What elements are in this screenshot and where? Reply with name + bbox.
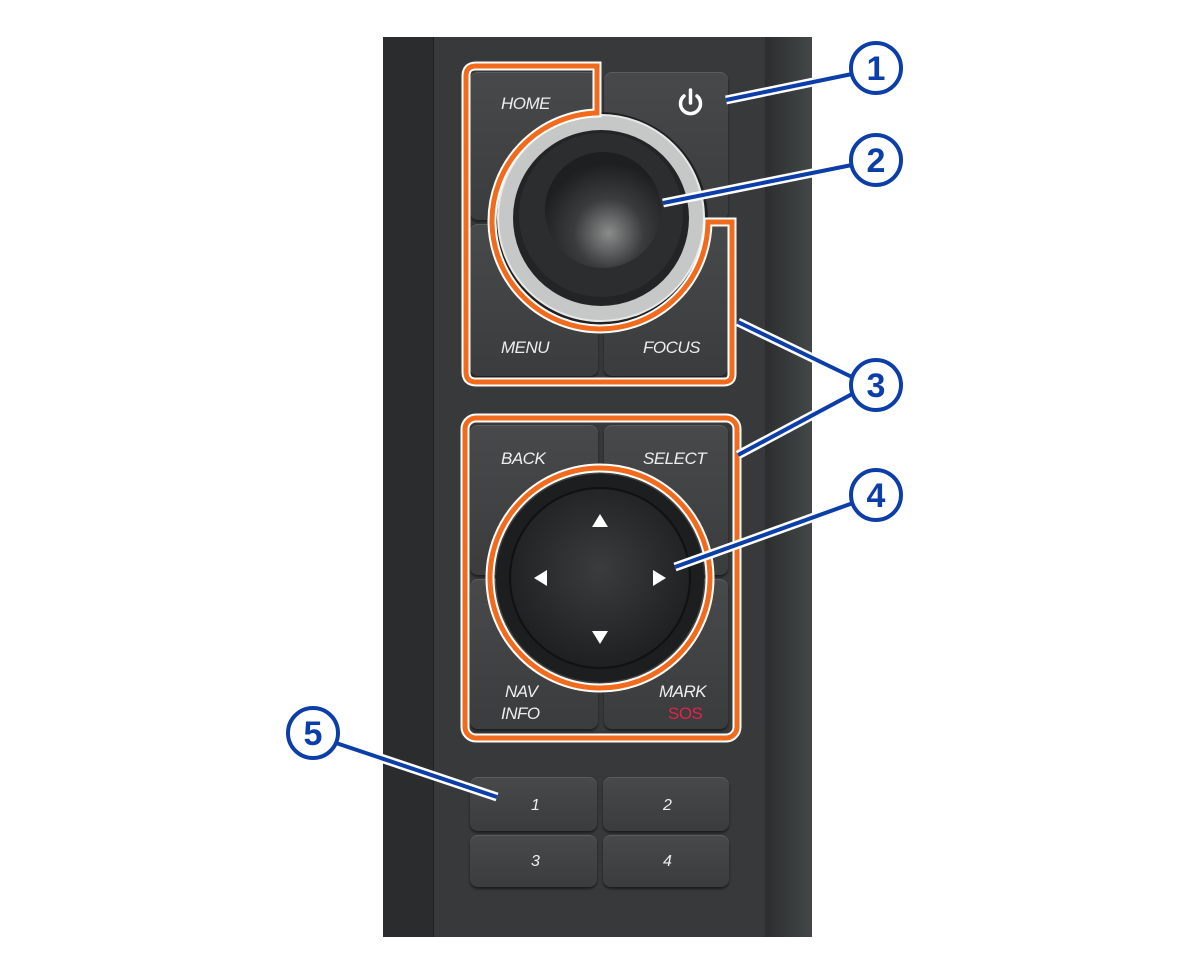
callout-5-label: 5 [304,715,323,753]
callout-3 [849,358,903,412]
select-label: SELECT [643,449,707,468]
quick-key-1-label: 1 [531,797,540,814]
quick-key-2[interactable] [603,777,729,831]
arrow-left-icon [534,570,547,586]
arrow-right-icon [653,570,666,586]
arrow-up-icon [592,514,608,527]
mark-label: MARK [659,682,707,701]
quick-key-2-label: 2 [663,797,672,814]
quick-key-4-label: 4 [663,853,672,870]
callout-1 [849,41,903,95]
menu-label: MENU [501,338,550,357]
quick-key-3[interactable] [470,835,597,887]
callout-4-label: 4 [867,477,886,515]
quick-key-4[interactable] [603,835,729,887]
callout-1-label: 1 [867,50,886,88]
panel-left-edge [383,37,434,937]
back-label: BACK [501,449,546,468]
highlight-outline [462,63,740,741]
panel-right-edge [765,37,812,937]
arrow-down-icon [592,631,608,644]
quick-key-3-label: 3 [531,853,540,870]
sos-label: SOS [668,704,703,723]
quick-key-1[interactable] [470,777,597,831]
nav-label: NAV [505,682,538,701]
callout-2 [849,133,903,187]
home-label: HOME [501,94,551,113]
callout-4 [849,468,903,522]
power-icon [678,88,703,116]
rotary-knob[interactable] [492,112,708,328]
leader-lines [335,72,855,799]
directional-pad[interactable] [496,474,704,682]
callout-2-label: 2 [867,142,886,180]
callout-3-label: 3 [867,367,886,405]
focus-label: FOCUS [643,338,701,357]
callout-5 [286,706,340,760]
info-label: INFO [501,704,540,723]
